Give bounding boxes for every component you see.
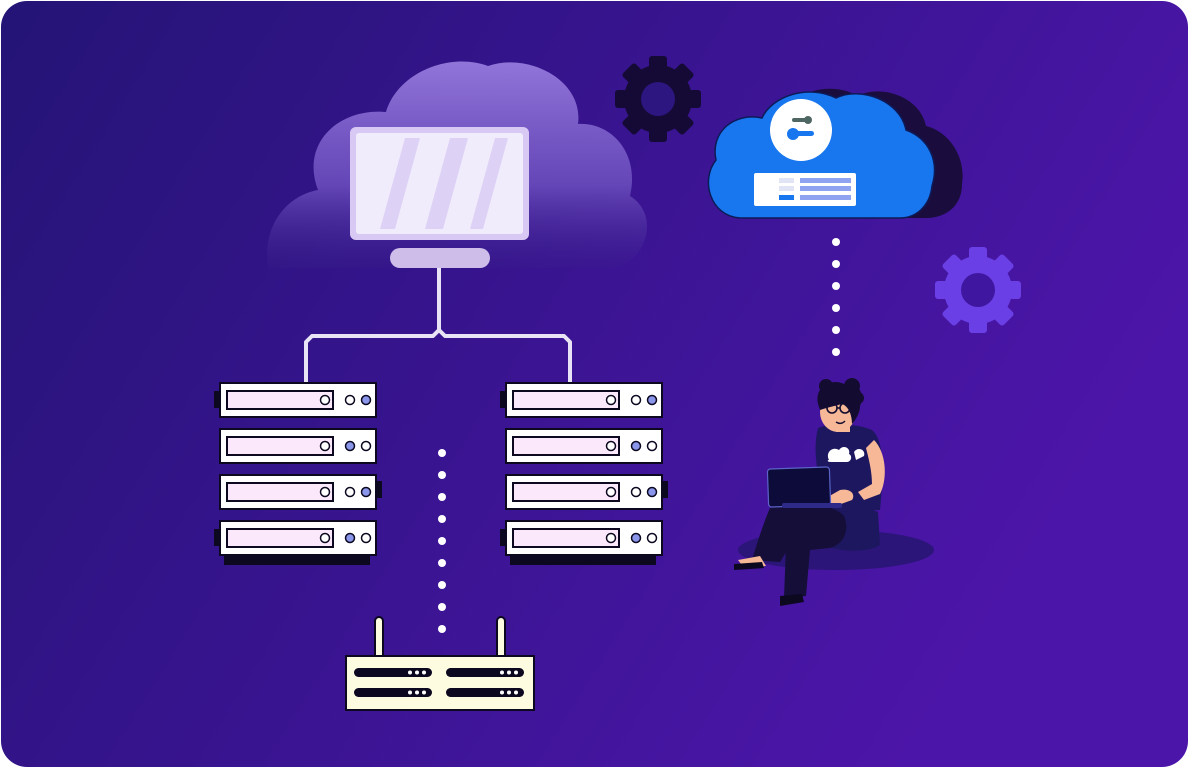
dotted-link-router [438,449,446,633]
person-with-laptop-icon [734,378,934,606]
gear-icon [615,56,701,142]
blue-cloud-icon [707,88,963,219]
server-unit [505,428,663,464]
server-unit [219,520,377,556]
server-connector-lines [304,268,572,384]
dotted-link-cloud [832,238,840,356]
router-icon [345,616,535,711]
gear-icon [935,247,1021,333]
server-rack-right [500,382,668,565]
cloud-monitor-icon [267,61,648,268]
server-unit [505,382,663,418]
server-unit [219,474,377,510]
server-unit [219,428,377,464]
server-unit [505,520,663,556]
server-unit [219,382,377,418]
server-rack-left [214,382,382,565]
server-unit [505,474,663,510]
